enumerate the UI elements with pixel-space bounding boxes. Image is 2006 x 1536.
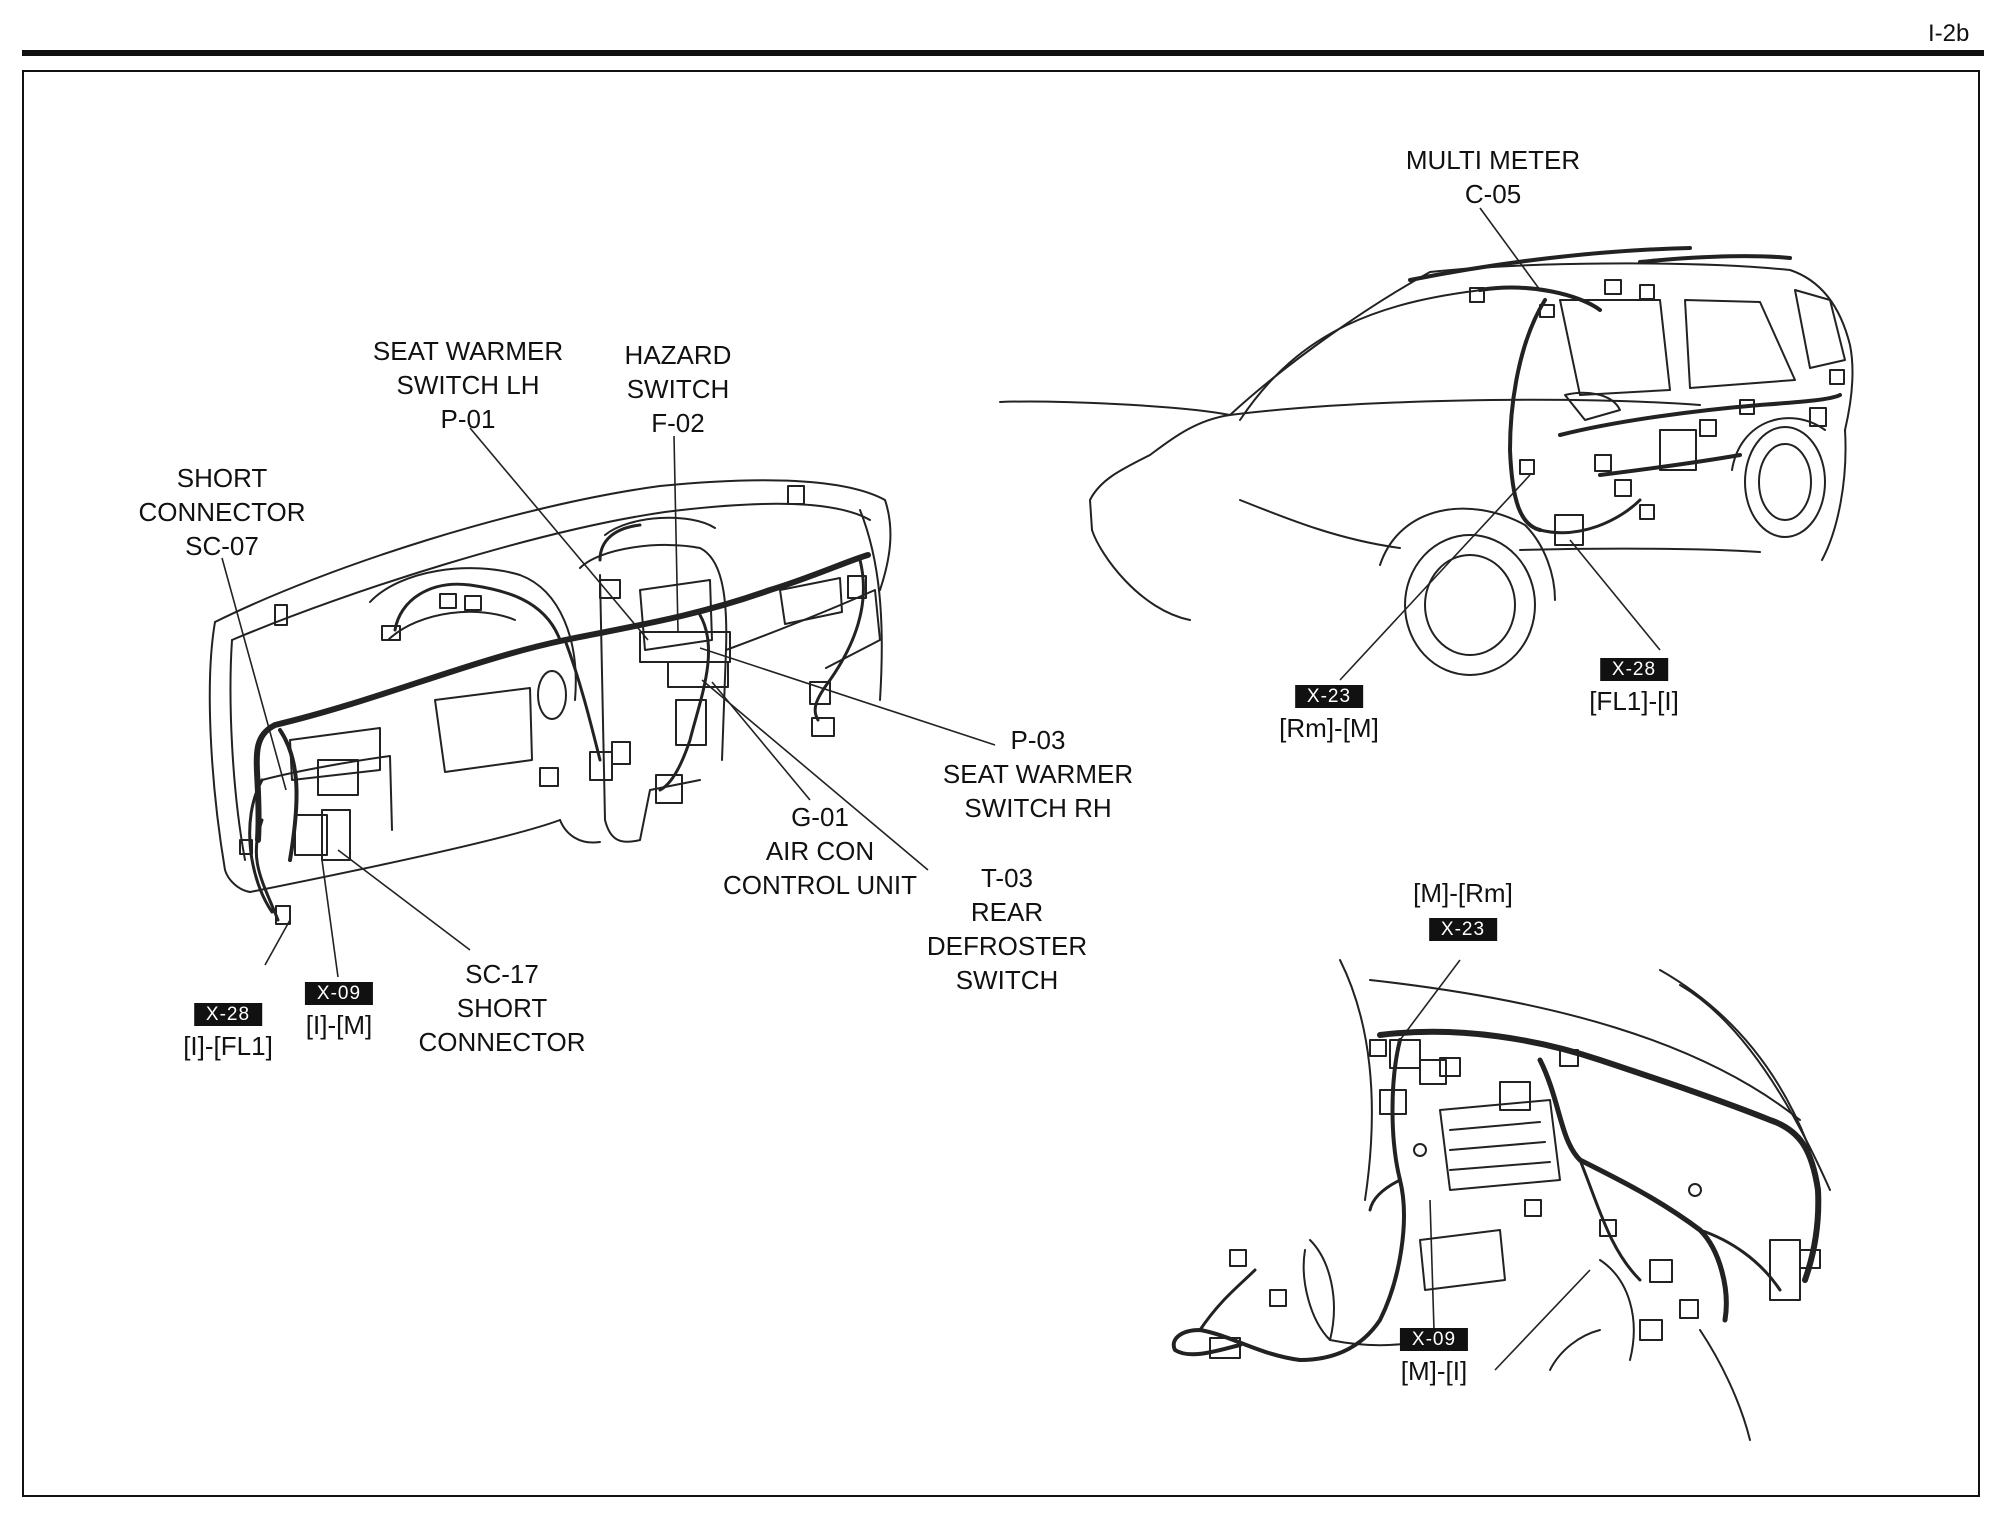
connector-badge: X-28 (1599, 657, 1669, 681)
connector-badge: X-23 (1428, 917, 1498, 941)
connector-badge: X-28 (193, 1002, 263, 1026)
label-sc17-short-connector: SC-17 SHORT CONNECTOR (418, 959, 586, 1057)
connector-badge: X-23 (1294, 684, 1364, 708)
leader-lines (221, 207, 1661, 1371)
connector-x23-suv: X-23 [Rm]-[M] (1279, 684, 1379, 743)
label-air-con-control-unit: G-01 AIR CON CONTROL UNIT (722, 802, 918, 900)
label-seat-warmer-switch-rh: P-03 SEAT WARMER SWITCH RH (942, 725, 1134, 823)
connector-x28-suv: X-28 [FL1]-[I] (1589, 657, 1679, 716)
connector-x23-floor: [M]-[Rm] X-23 (1413, 878, 1513, 941)
floor-harness-illustration (1171, 959, 1831, 1441)
connector-x09-floor: X-09 [M]-[I] (1399, 1327, 1469, 1386)
connector-badge: X-09 (304, 981, 374, 1005)
diagram-frame (22, 70, 1980, 1497)
label-seat-warmer-switch-lh: SEAT WARMER SWITCH LH P-01 (372, 336, 564, 434)
connector-x28-dash: X-28 [I]-[FL1] (183, 1002, 273, 1061)
header-rule (22, 50, 1984, 56)
dashboard-illustration (208, 479, 892, 925)
label-short-connector-sc07: SHORT CONNECTOR SC-07 (138, 463, 306, 561)
label-rear-defroster-switch: T-03 REAR DEFROSTER SWITCH (926, 863, 1088, 995)
connector-badge: X-09 (1399, 1327, 1469, 1351)
page-number: I-2b (1928, 20, 1970, 47)
label-multi-meter: MULTI METER C-05 (1405, 145, 1581, 209)
label-hazard-switch: HAZARD SWITCH F-02 (624, 340, 732, 438)
suv-illustration (999, 246, 1854, 676)
connector-x09-dash: X-09 [I]-[M] (304, 981, 374, 1040)
